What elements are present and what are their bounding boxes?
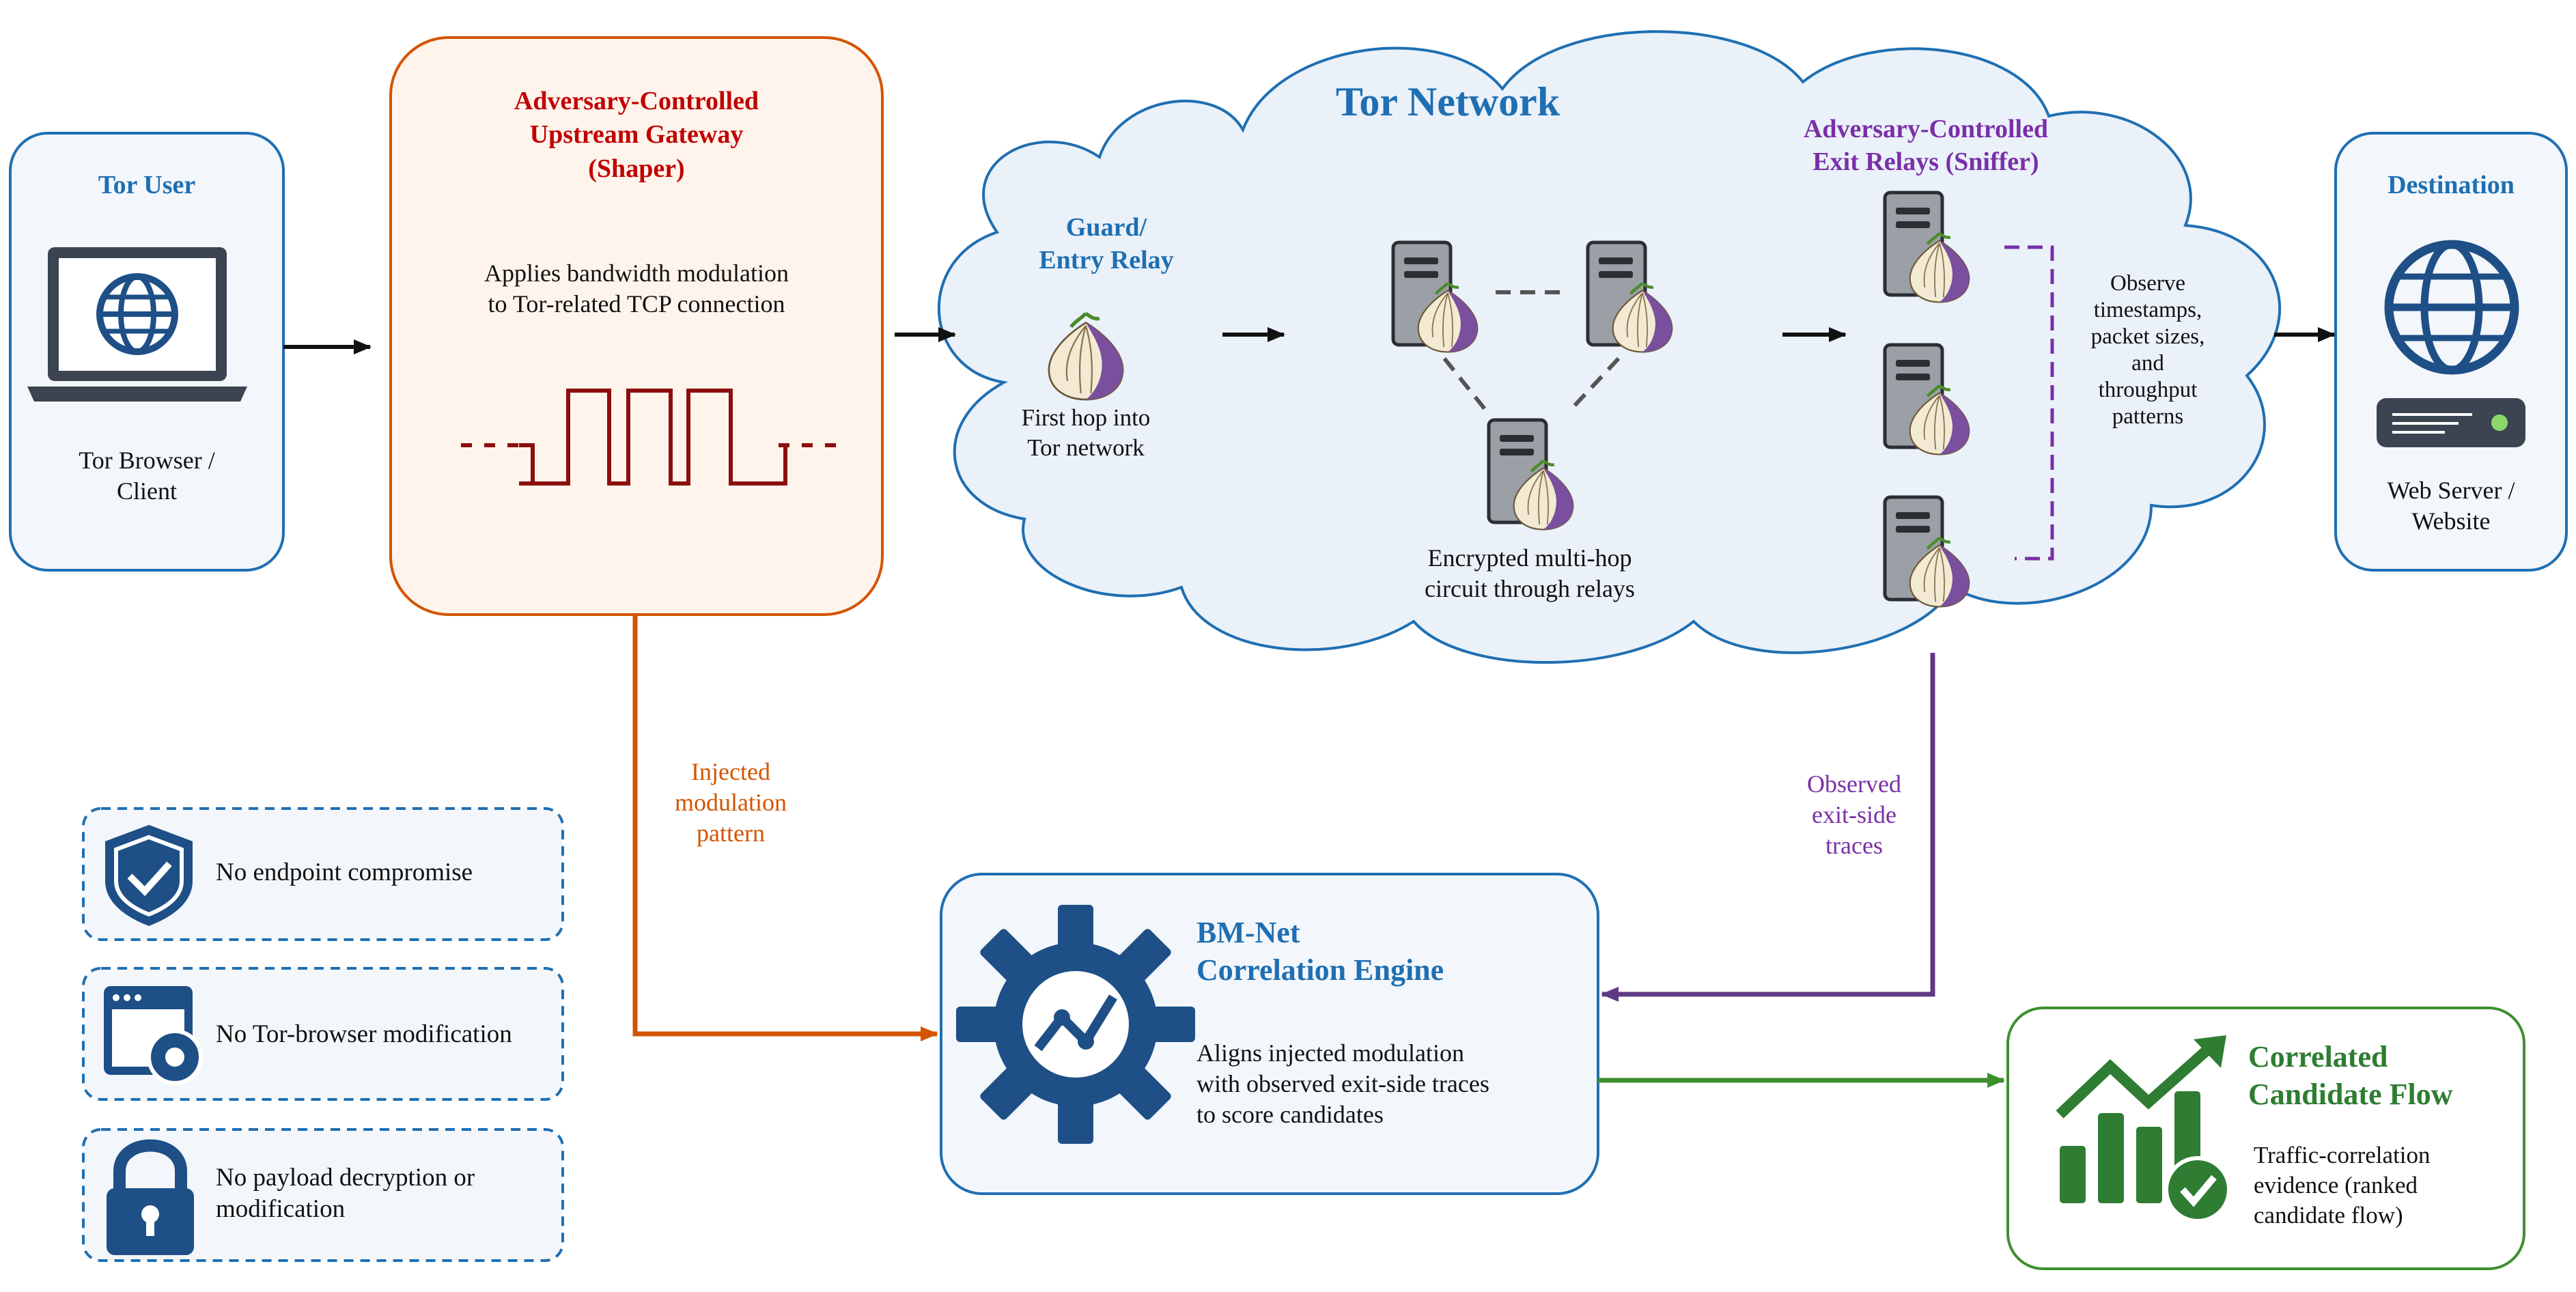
circuit-label: Encrypted multi-hop circuit through rela… [1425, 544, 1635, 602]
assumption-label: No payload decryption or modification [216, 1164, 475, 1224]
shield-check-icon [105, 825, 193, 926]
destination-label: Web Server / Website [2387, 477, 2515, 535]
guard-title: Guard/ Entry Relay [1039, 213, 1174, 275]
assumption-box [82, 1128, 564, 1262]
exit-title: Adversary-Controlled Exit Relays (Sniffe… [1803, 115, 2049, 176]
guard-label: First hop into Tor network [1021, 404, 1151, 461]
tor-network-title: Tor Network [1335, 79, 1560, 124]
globe-server-icon [2377, 240, 2525, 447]
result-box [2006, 1007, 2525, 1270]
shaper-title: Adversary-Controlled Upstream Gateway (S… [514, 87, 759, 183]
laptop-globe-icon [27, 247, 247, 402]
destination-title: Destination [2388, 171, 2515, 199]
destination-box [2334, 132, 2568, 572]
engine-desc: Aligns injected modulation with observed… [1196, 1039, 1489, 1128]
assumption-box [82, 967, 564, 1101]
square-wave-icon [461, 389, 841, 486]
assumption-label: No Tor-browser modification [216, 1020, 512, 1048]
engine-title: BM-Net Correlation Engine [1196, 916, 1444, 987]
assumption-label: No endpoint compromise [216, 858, 473, 886]
observed-label: Observed exit-side traces [1807, 770, 1901, 859]
bar-chart-check-icon [2056, 1035, 2231, 1223]
tor-user-label: Tor Browser / Client [79, 447, 215, 505]
assumption-box [82, 807, 564, 941]
gear-chart-icon [956, 905, 1195, 1144]
result-desc: Traffic-correlation evidence (ranked can… [2254, 1142, 2431, 1228]
result-title: Correlated Candidate Flow [2248, 1040, 2453, 1111]
lock-icon [107, 1139, 194, 1255]
observe-label: Observe timestamps, packet sizes, and th… [2090, 271, 2205, 429]
tor-network-cloud [937, 30, 2282, 664]
browser-gear-icon [104, 986, 203, 1085]
injected-label: Injected modulation pattern [675, 758, 787, 847]
shaper-desc: Applies bandwidth modulation to Tor-rela… [484, 259, 789, 318]
tor-user-title: Tor User [98, 171, 196, 199]
